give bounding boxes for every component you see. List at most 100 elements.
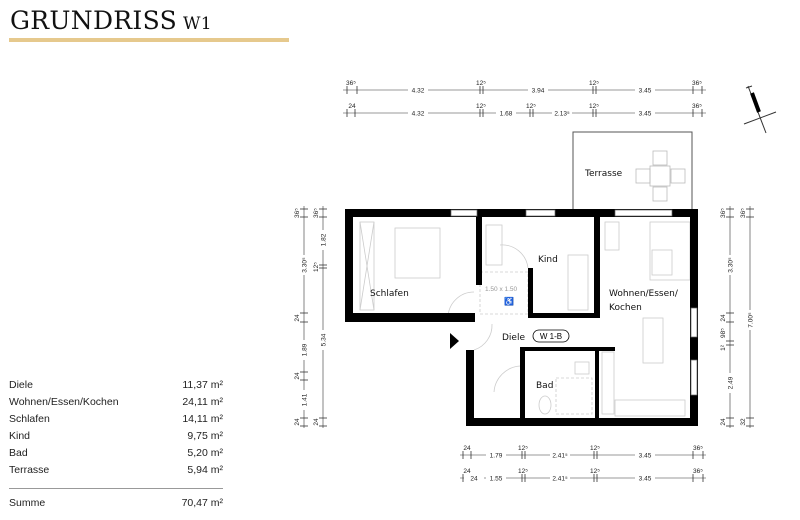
bed-icon (394, 227, 441, 279)
total-label: Summe (9, 497, 46, 509)
wheelchair-icon: ♿ (504, 296, 514, 306)
entrance-arrow-icon (450, 333, 459, 349)
dimension-label: 12⁵ (526, 103, 536, 110)
dimension-label: 12⁵ (590, 468, 600, 475)
area-row: Diele 11,37 m² (9, 377, 223, 394)
dimension-label: 3.94 (532, 88, 545, 95)
dimension-label: 1.89 (302, 343, 309, 356)
area-row: Schlafen 14,11 m² (9, 411, 223, 428)
dimension-label: 1.41 (302, 393, 309, 406)
dimension-label: 24 (313, 418, 320, 426)
room-area: 24,11 m² (182, 396, 223, 408)
dimension-label: 2.13⁵ (554, 111, 570, 118)
windows (450, 209, 698, 396)
dimension-label: 12⁵ (589, 103, 599, 110)
room-name: Bad (9, 447, 28, 459)
dimension-label: 1.55 (490, 476, 503, 483)
dimension-label: 2.41⁵ (552, 453, 568, 460)
dimension-label: 2.49 (728, 376, 735, 389)
dimension-label: 24 (294, 314, 301, 322)
divider (9, 488, 223, 489)
total-row: Summe 70,47 m² (9, 495, 223, 512)
dimension-label: 4.32 (412, 111, 425, 118)
room-area: 5,94 m² (187, 464, 223, 476)
unit-badge (532, 329, 570, 343)
dimension-label: 24 (294, 418, 301, 426)
walls (345, 209, 698, 426)
total-area: 70,47 m² (181, 497, 223, 509)
dimension-label: 32 (740, 418, 747, 426)
area-row: Bad 5,20 m² (9, 445, 223, 462)
dimension-label: 5.34 (321, 333, 328, 346)
room-name: Diele (9, 379, 33, 391)
dimension-label: 12⁵ (476, 80, 486, 87)
dimension-label: 12⁵ (518, 445, 528, 452)
dimension-label: 12⁵ (590, 445, 600, 452)
dimension-label: 12⁵ (518, 468, 528, 475)
dimension-label: 3.30⁵ (728, 257, 735, 273)
wardrobe-icon (359, 221, 375, 311)
terrace-table-icon (635, 150, 686, 202)
dimension-label: 1.68 (500, 111, 513, 118)
area-row: Kind 9,75 m² (9, 428, 223, 445)
dimension-label: 36⁵ (693, 445, 703, 452)
room-name: Kind (9, 430, 31, 442)
shower-icon (555, 377, 593, 415)
area-row: Terrasse 5,94 m² (9, 462, 223, 479)
room-name: Wohnen/Essen/Kochen (9, 396, 119, 408)
dimension-lines: 36⁵4.3212⁵3.9412⁵3.4536⁵244.3212⁵1.6812⁵… (294, 80, 755, 483)
dimension-label: 24 (463, 445, 471, 452)
room-name: Schlafen (9, 413, 50, 425)
dimension-label: 24 (720, 314, 727, 322)
dimension-label: 12⁵ (313, 262, 320, 272)
dimension-label: 3.45 (639, 111, 652, 118)
dimension-label: 12⁵ (589, 80, 599, 87)
room-area: 11,37 m² (182, 379, 223, 391)
dimension-label: 24 (720, 418, 727, 426)
terrace: Terrasse (572, 131, 693, 211)
toilet-icon (538, 395, 552, 415)
dimension-label: 3.45 (639, 476, 652, 483)
dimension-label: 3.45 (639, 88, 652, 95)
turning-circle-area (479, 271, 529, 315)
room-label-kind: Kind (538, 255, 558, 265)
dimension-label: 36⁵ (692, 80, 702, 87)
kid-bed-icon (567, 254, 589, 311)
dimension-label: 36⁵ (313, 208, 320, 218)
dimension-label: 36⁵ (740, 208, 747, 218)
dimension-label: 1² (720, 344, 727, 351)
room-name: Terrasse (9, 464, 50, 476)
room-label-kochen: Kochen (609, 303, 642, 313)
room-label-terrasse: Terrasse (584, 169, 623, 179)
room-area: 5,20 m² (187, 447, 223, 459)
north-arrow-icon (743, 85, 777, 134)
sink-icon (574, 361, 590, 375)
room-label-schlafen: Schlafen (370, 289, 409, 299)
title-text: GRUNDRISS (10, 6, 177, 35)
dimension-label: 12⁵ (476, 103, 486, 110)
dimension-label: 7.00⁵ (748, 312, 755, 328)
area-row: Wohnen/Essen/Kochen 24,11 m² (9, 394, 223, 411)
dimension-label: 24 (463, 468, 471, 475)
dimension-label: 1.82 (321, 233, 328, 246)
room-area: 9,75 m² (187, 430, 223, 442)
dimension-label: 24 (348, 103, 356, 110)
turning-circle-label: 1.50 x 1.50 (485, 286, 518, 293)
dimension-label: 1.79 (490, 453, 503, 460)
dimension-label: 36⁵ (692, 103, 702, 110)
dimension-label: 98⁵ (720, 328, 727, 338)
closet-icon (485, 224, 503, 266)
dimension-label: 24 (470, 476, 478, 483)
room-area: 14,11 m² (182, 413, 223, 425)
area-table: Diele 11,37 m² Wohnen/Essen/Kochen 24,11 m… (9, 377, 223, 512)
dining-table-icon (642, 317, 664, 364)
room-label-bad: Bad (536, 381, 553, 391)
room-label-wohnen: Wohnen/Essen/ (609, 289, 679, 299)
dimension-label: 24 (294, 372, 301, 380)
dimension-label: 36⁵ (294, 208, 301, 218)
dimension-label: 3.30⁵ (302, 257, 309, 273)
kitchen-counter-icon (614, 399, 686, 417)
